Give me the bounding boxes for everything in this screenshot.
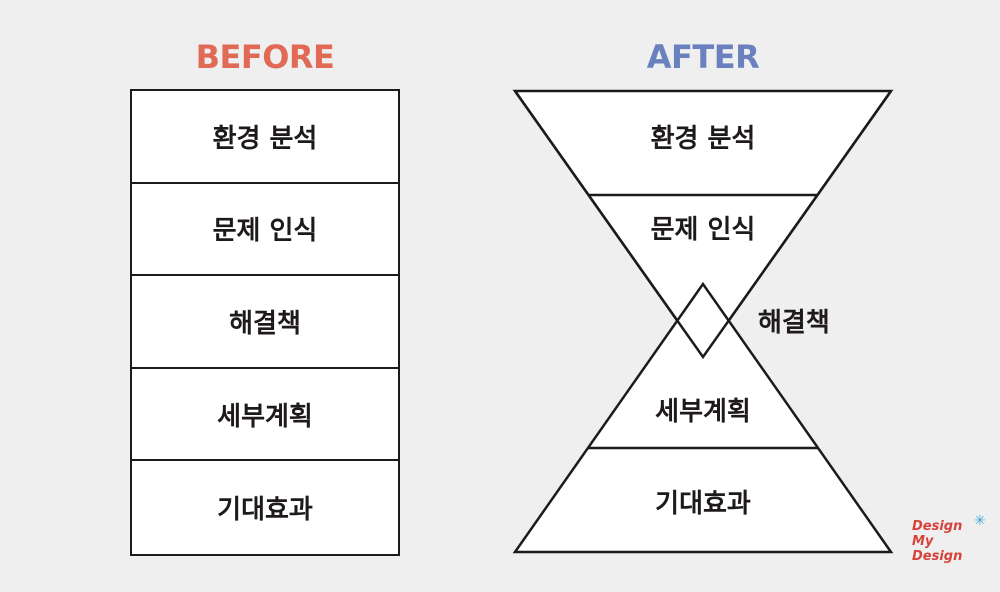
before-step-expected-effect: 기대효과 [217, 495, 313, 526]
after-step-environment-analysis: 환경 분석 [650, 124, 756, 154]
before-step-environment-analysis: 환경 분석 [132, 91, 398, 184]
design-my-design-logo: Design My Design ✳ [912, 514, 992, 565]
after-step-detailed-plan: 세부계획 [655, 397, 751, 427]
after-step-expected-effect: 기대효과 [655, 489, 751, 519]
after-step-problem-recognition: 문제 인식 [650, 215, 756, 245]
logo-star-icon: ✳ [974, 513, 986, 529]
after-step-solution: 해결책 [758, 308, 830, 338]
logo-line-3: Design [912, 549, 963, 564]
logo-line-2: My [912, 534, 934, 549]
logo-line-1: Design [912, 519, 963, 534]
after-funnel-edge [513, 90, 893, 360]
before-step-problem-recognition: 문제 인식 [132, 184, 398, 277]
after-pyramid-shape [512, 281, 894, 554]
before-stack: 환경 분석 문제 인식 해결책 세부계획 기대효과 [130, 89, 400, 556]
before-title: BEFORE [195, 38, 335, 76]
before-step-solution: 해결책 [132, 276, 398, 369]
before-step-detailed-plan: 세부계획 [132, 369, 398, 462]
after-title: AFTER [646, 38, 760, 76]
